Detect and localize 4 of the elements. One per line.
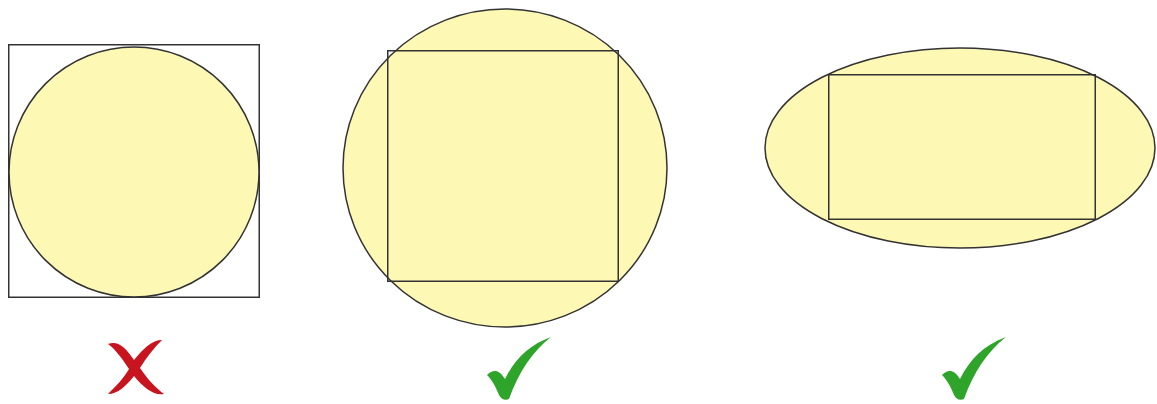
square-frame bbox=[387, 50, 619, 282]
circle-shape bbox=[342, 8, 668, 328]
ellipse-shape bbox=[764, 47, 1156, 249]
rectangle-frame bbox=[828, 74, 1096, 220]
